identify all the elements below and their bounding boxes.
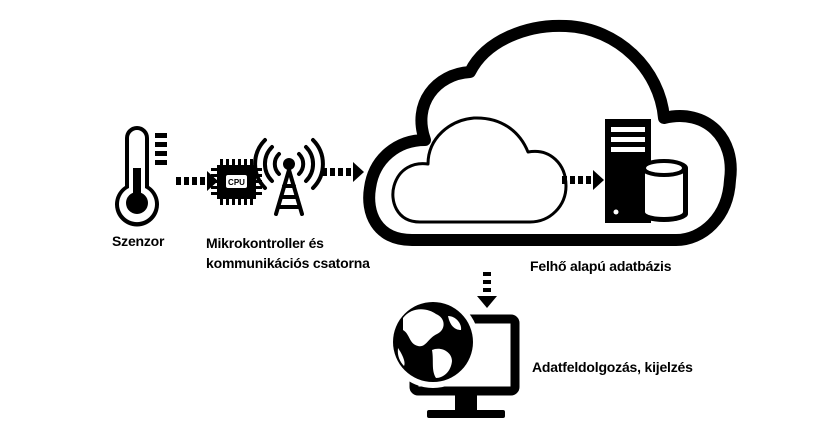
processing-label: Adatfeldolgozás, kijelzés [532,359,693,375]
mcu-label-line2: kommunikációs csatorna [206,255,370,271]
arrow-cloud-to-processing [477,272,497,308]
mcu-label-line1: Mikrokontroller és [206,235,324,251]
cpu-label: CPU [228,178,245,187]
arrow-mcu-to-cloud [322,162,364,182]
antenna-tower-icon [253,138,325,216]
cpu-chip-icon: CPU [211,159,262,205]
database-icon [640,159,688,222]
thermometer-icon [115,126,167,227]
sensor-label: Szenzor [112,233,165,249]
globe-icon [387,296,479,388]
cloud-db-label: Felhő alapú adatbázis [530,258,672,274]
